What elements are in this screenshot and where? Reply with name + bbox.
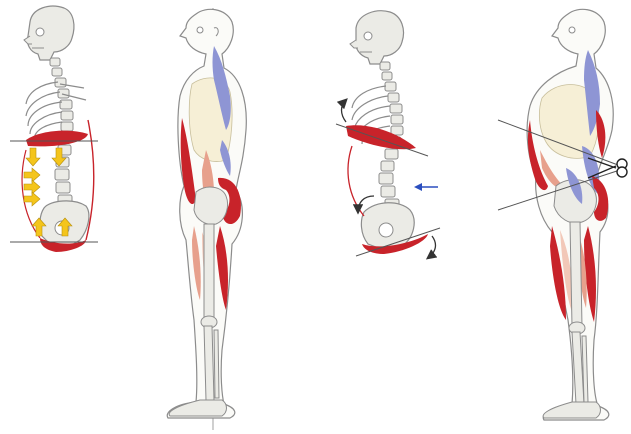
arrow-icon [26,148,40,166]
foot [169,400,226,416]
panel-1-skeleton [10,6,98,252]
arrow-icon [428,236,435,258]
panel-4-figure [498,9,627,420]
arrow-icon [342,100,347,122]
panel-2-figure [167,8,246,430]
skull [350,11,404,64]
abdominal-wall-outline [348,146,364,216]
panel-3-skeleton [336,11,440,258]
arrow-icon [414,183,438,191]
diaphragm-muscle [346,125,416,149]
skull [24,6,74,60]
arrow-icon [24,192,40,206]
diaphragm-muscle [26,131,88,147]
foot [543,402,600,418]
pelvis [194,187,228,224]
